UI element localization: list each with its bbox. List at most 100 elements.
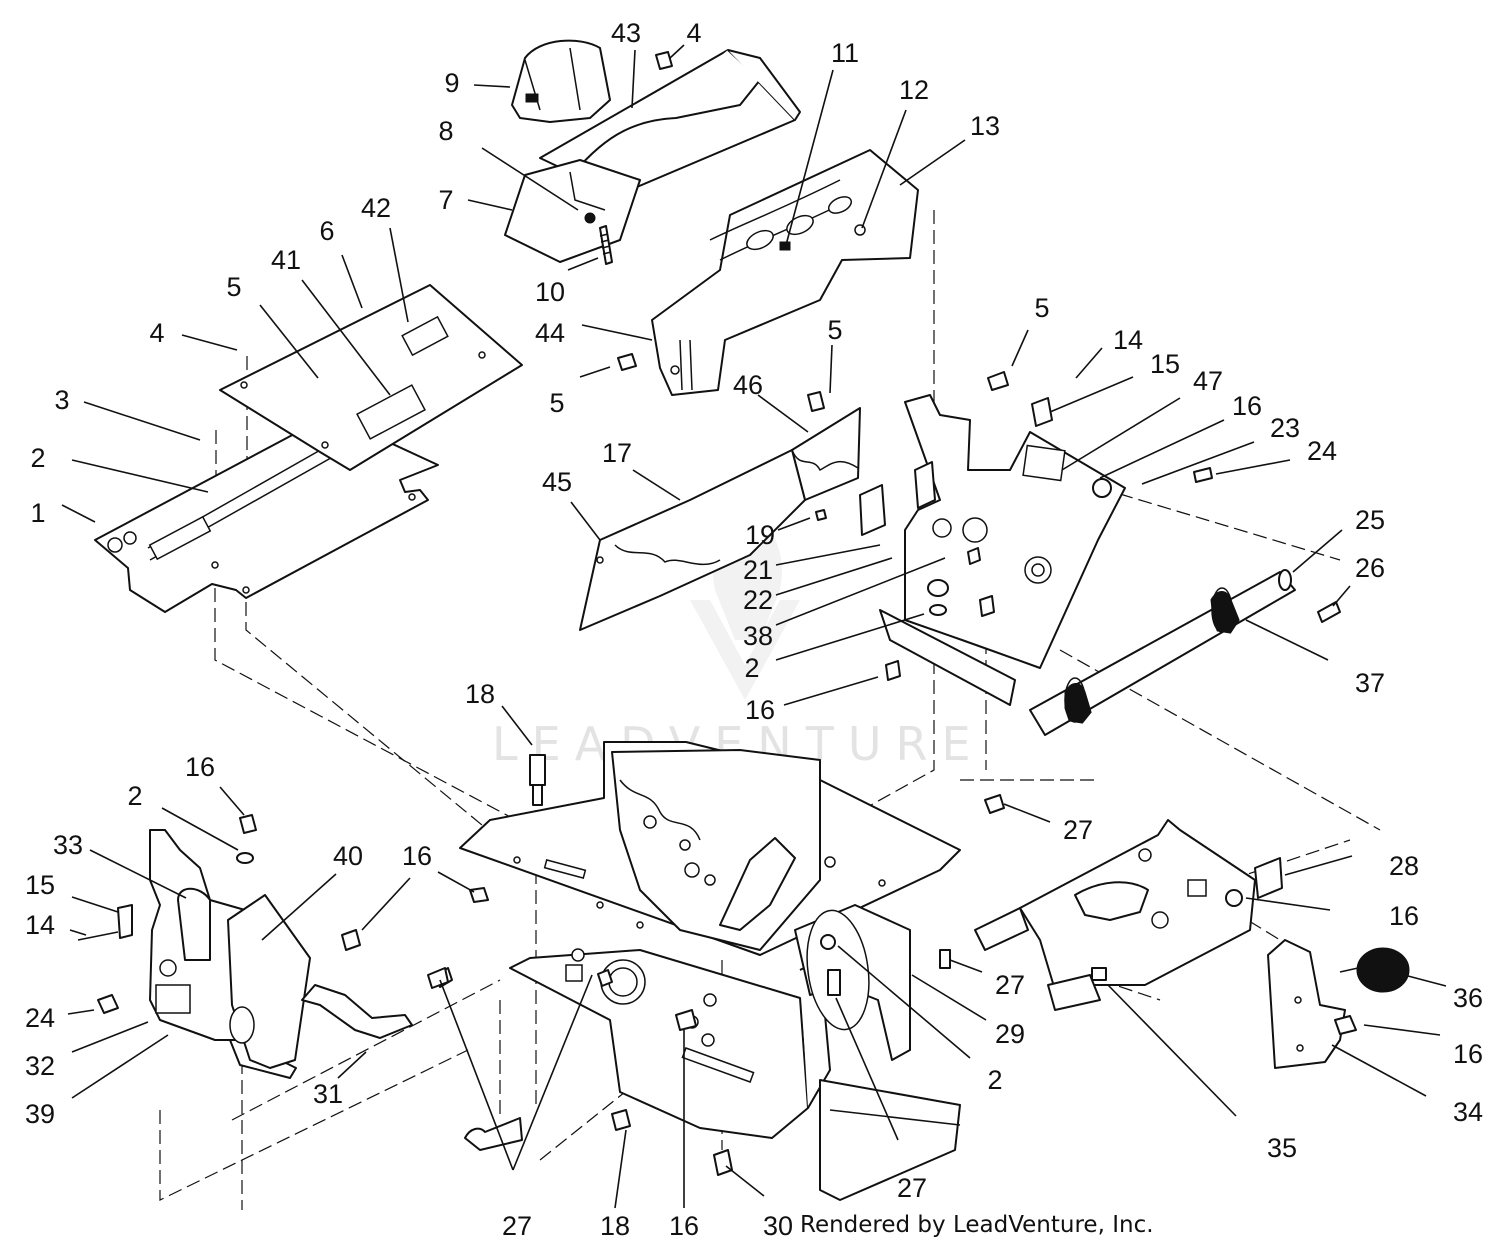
leader-line-c47	[1061, 397, 1181, 471]
callout-c16b: 16	[1232, 391, 1262, 421]
callout-c15b: 15	[25, 870, 55, 900]
callout-c8: 8	[438, 116, 453, 146]
callout-c24b: 24	[25, 1003, 55, 1033]
callout-c19: 19	[745, 520, 775, 550]
callout-c44: 44	[535, 318, 565, 348]
callout-c5c: 5	[827, 315, 842, 345]
callout-c26: 26	[1355, 553, 1385, 583]
callout-c38: 38	[743, 621, 773, 651]
callout-c31: 31	[313, 1079, 343, 1109]
callout-c22: 22	[743, 585, 773, 615]
callout-c14a: 14	[1113, 325, 1143, 355]
assembly-lines	[159, 210, 1381, 1210]
leader-line-c4a	[181, 334, 238, 351]
leader-line-c18b	[614, 1129, 627, 1209]
part-47-bracket	[879, 394, 1126, 706]
callout-c2a: 2	[30, 443, 45, 473]
leader-line-c16b	[1099, 419, 1225, 479]
callout-c13: 13	[970, 111, 1000, 141]
callout-c2b: 2	[744, 653, 759, 683]
leader-line-c29	[911, 974, 987, 1021]
callout-c5b: 5	[549, 388, 564, 418]
center-hardware	[611, 51, 1213, 1176]
callout-c17: 17	[602, 438, 632, 468]
leader-line-c7	[467, 199, 513, 211]
callout-c35: 35	[1267, 1133, 1297, 1163]
leader-line-c16c	[219, 786, 245, 816]
callout-c18b: 18	[600, 1211, 630, 1241]
leader-line-c17	[632, 469, 681, 501]
callout-c9: 9	[444, 68, 459, 98]
leader-line-c40	[261, 873, 337, 941]
leader-line-c35	[1107, 984, 1237, 1117]
leader-line-c4b	[669, 44, 685, 59]
callout-c3: 3	[54, 385, 69, 415]
leader-line-c14b	[69, 929, 87, 936]
part-40-cover	[227, 894, 311, 1069]
central-frame-side	[509, 948, 831, 1139]
leader-line-c10	[567, 257, 599, 271]
callout-c18a: 18	[465, 679, 495, 709]
leader-line-c5c	[829, 344, 833, 394]
leader-line-c23	[1141, 441, 1255, 485]
leader-line-c13	[899, 139, 966, 186]
part-10-screw	[599, 225, 613, 265]
leader-line-c45	[570, 501, 601, 541]
leader-line-c15a	[1049, 376, 1134, 413]
part-9-knob	[511, 39, 611, 123]
callout-c16d: 16	[402, 841, 432, 871]
leader-line-c39	[71, 1034, 169, 1099]
leader-line-c22	[775, 557, 893, 596]
callout-c27c: 27	[897, 1173, 927, 1203]
callout-c4b: 4	[686, 18, 701, 48]
leader-line-c16a	[783, 676, 879, 706]
callout-c30: 30	[763, 1211, 793, 1241]
part-6-top-panel	[219, 284, 523, 471]
leader-line-c21	[775, 544, 881, 566]
callout-c34: 34	[1453, 1097, 1483, 1127]
leader-line-c37	[1245, 619, 1329, 661]
leader-line-c2a	[71, 459, 209, 493]
leader-line-c2c	[161, 807, 239, 851]
callout-c39: 39	[25, 1099, 55, 1129]
part-26-bolt	[1317, 601, 1341, 623]
callout-c29: 29	[995, 1019, 1025, 1049]
callout-c6: 6	[319, 216, 334, 246]
callout-c42: 42	[361, 193, 391, 223]
callout-c27d: 27	[502, 1211, 532, 1241]
callout-c43: 43	[611, 18, 641, 48]
leader-line-c27d	[439, 979, 514, 1171]
callout-c16g: 16	[1389, 901, 1419, 931]
leader-line-c27e	[512, 974, 593, 1171]
part-45-panel	[579, 449, 806, 631]
part-28-right-bracket	[974, 819, 1283, 1011]
leader-line-c27c	[835, 997, 899, 1141]
leader-line-c43	[631, 49, 636, 109]
callout-c5d: 5	[1034, 293, 1049, 323]
leader-line-c2b	[775, 613, 925, 661]
part-44-dash-panel	[651, 149, 919, 396]
callout-c2c: 2	[127, 781, 142, 811]
callout-c36: 36	[1453, 983, 1483, 1013]
callout-c23: 23	[1270, 413, 1300, 443]
callout-c11: 11	[831, 38, 859, 68]
callout-c40: 40	[333, 841, 363, 871]
callout-c45: 45	[542, 467, 572, 497]
callout-c28: 28	[1389, 851, 1419, 881]
leader-line-c16g	[1245, 897, 1331, 911]
leader-line-c8	[481, 147, 579, 211]
leader-line-c5b	[579, 366, 611, 378]
leader-line-c3	[83, 401, 201, 441]
callout-c14b: 14	[25, 910, 55, 940]
callout-c2d: 2	[987, 1065, 1002, 1095]
leader-line-c24a	[1215, 459, 1291, 475]
leader-line-c5a	[259, 304, 319, 379]
leader-line-c31	[337, 1051, 367, 1079]
leader-line-c33	[89, 849, 187, 899]
callout-c10: 10	[535, 277, 565, 307]
part-37-clips	[1064, 591, 1240, 724]
leader-line-c28	[1284, 855, 1353, 876]
callout-c16a: 16	[745, 695, 775, 725]
